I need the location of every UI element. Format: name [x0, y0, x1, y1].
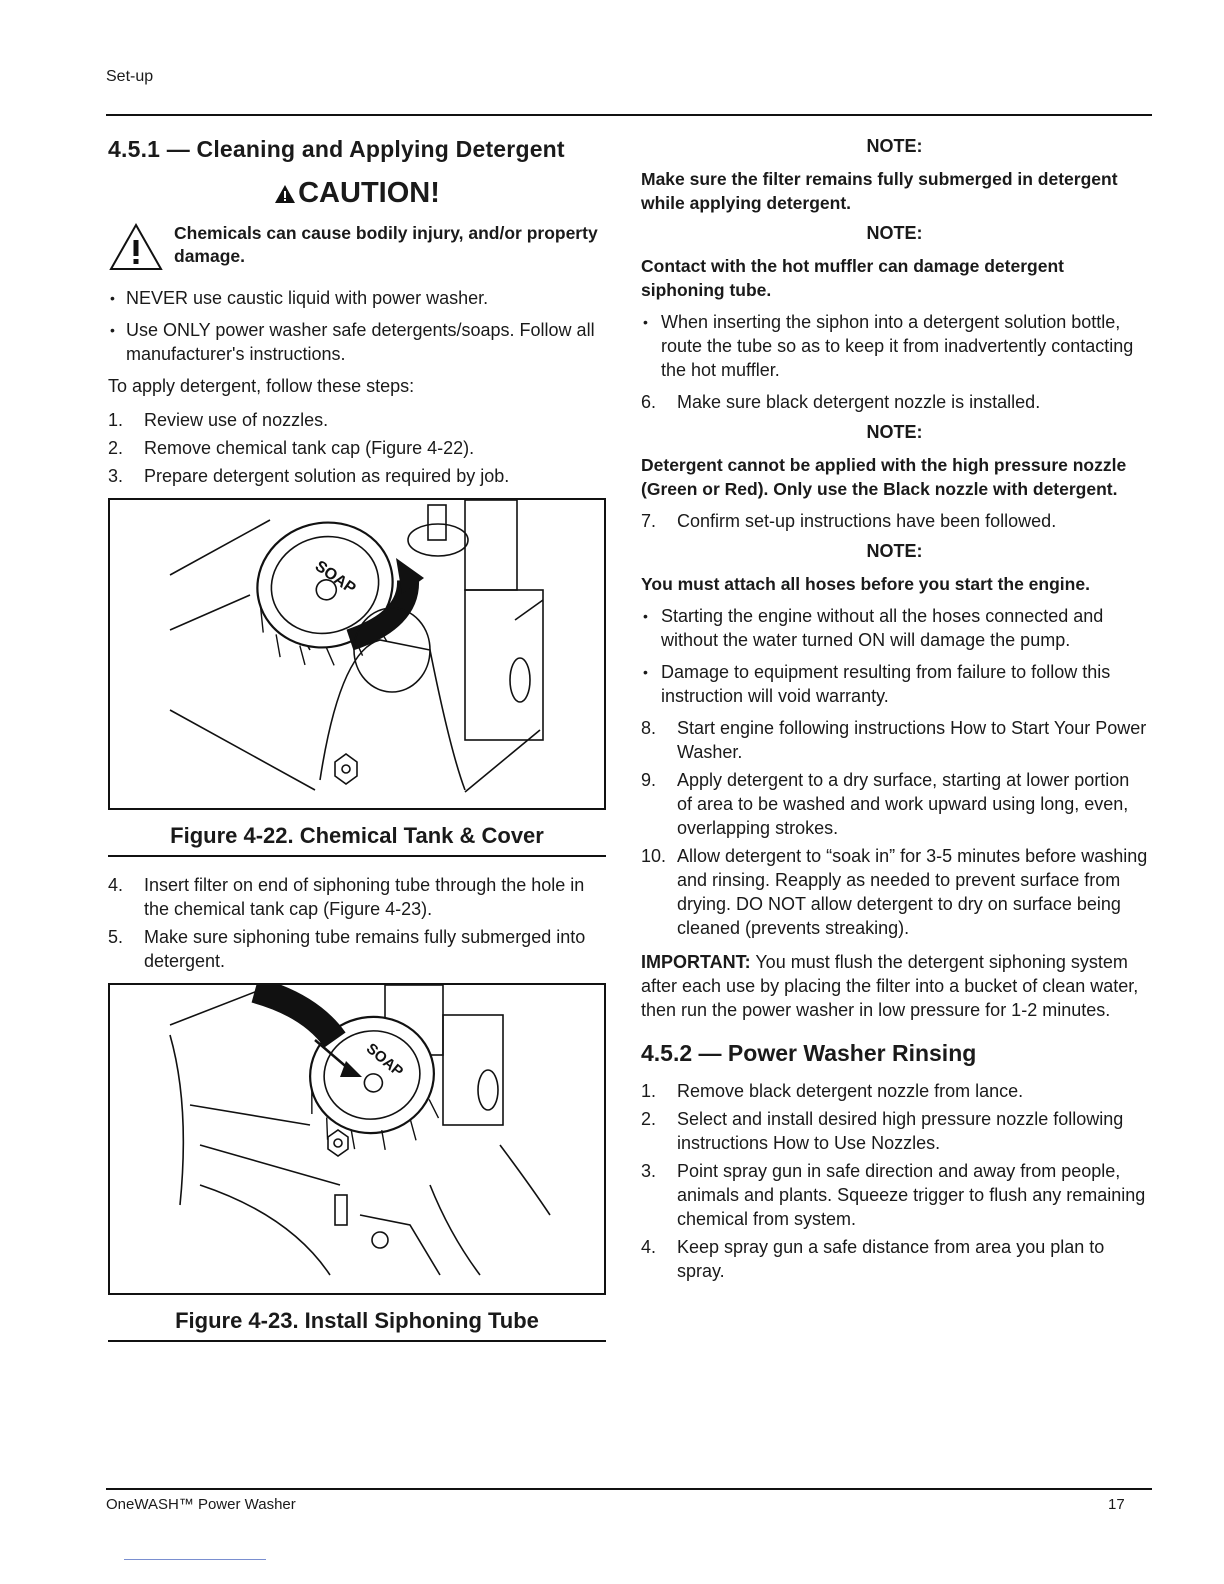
figure-4-22-caption: Figure 4-22. Chemical Tank & Cover [108, 810, 606, 857]
list-item: 8. Start engine following instructions Ho… [641, 716, 1148, 764]
step-number: 2. [641, 1109, 657, 1129]
caution-block: Chemicals can cause bodily injury, and/o… [108, 222, 606, 272]
step-number: 1. [108, 410, 124, 430]
note-label: NOTE: [866, 422, 923, 442]
step-text: Insert filter on end of siphoning tube t… [144, 875, 585, 919]
note-label: NOTE: [866, 223, 923, 243]
step-number: 10. [641, 846, 667, 866]
list-item: NEVER use caustic liquid with power wash… [108, 286, 606, 310]
step-text: Apply detergent to a dry surface, starti… [677, 770, 1130, 838]
note-label: NOTE: [866, 136, 923, 156]
steps-list-d: 1. Remove black detergent nozzle from lan… [641, 1079, 1148, 1283]
step-number: 7. [641, 511, 657, 531]
caution-title: CAUTION! [108, 177, 606, 210]
figure-4-22-illustration: SOAP [108, 498, 606, 810]
step-text: Prepare detergent solution as required b… [144, 466, 510, 486]
header-rule [106, 114, 1152, 116]
list-item: 2. Remove chemical tank cap (Figure 4-22)… [108, 436, 606, 460]
step-number: 3. [641, 1161, 657, 1181]
steps-intro: To apply detergent, follow these steps: [108, 376, 415, 396]
figure-4-23-caption: Figure 4-23. Install Siphoning Tube [108, 1295, 606, 1342]
step-text: Review use of nozzles. [144, 410, 329, 430]
list-item: When inserting the siphon into a deterge… [641, 310, 1148, 382]
step-text: Make sure black detergent nozzle is inst… [677, 392, 1041, 412]
list-item: Use ONLY power washer safe detergents/so… [108, 318, 606, 366]
list-item: 4. Insert filter on end of siphoning tube… [108, 873, 606, 921]
left-column: 4.5.1 — Cleaning and Applying Detergent … [108, 136, 606, 1342]
page-number: 17 [1108, 1496, 1125, 1513]
step-number: 8. [641, 718, 657, 738]
note-attach-hoses: You must attach all hoses before you sta… [641, 574, 1090, 594]
list-item: Damage to equipment resulting from failu… [641, 660, 1148, 708]
caution-bullets: NEVER use caustic liquid with power wash… [108, 286, 606, 366]
important-text: You must flush the detergent siphoning s… [641, 952, 1139, 1020]
page-section-label: Set-up [106, 68, 154, 85]
step-text: Keep spray gun a safe distance from area… [677, 1237, 1105, 1281]
step-text: Start engine following instructions How … [677, 718, 1147, 762]
list-item: 6. Make sure black detergent nozzle is in… [641, 390, 1148, 414]
step-text: Point spray gun in safe direction and aw… [677, 1161, 1146, 1229]
step-number: 4. [108, 875, 124, 895]
step-text: Allow detergent to “soak in” for 3-5 min… [677, 846, 1148, 938]
steps-list-a: 1. Review use of nozzles. 2. Remove chemic… [108, 408, 606, 488]
step-text: Remove chemical tank cap (Figure 4-22). [144, 438, 475, 458]
list-item: 7. Confirm set-up instructions have been … [641, 509, 1148, 533]
step-text: Select and install desired high pressure… [677, 1109, 1124, 1153]
list-item: 3. Point spray gun in safe direction and … [641, 1159, 1148, 1231]
note-hot-muffler: Contact with the hot muffler can damage … [641, 256, 1064, 300]
step-text: Make sure siphoning tube remains fully s… [144, 927, 586, 971]
right-column: NOTE: Make sure the filter remains fully… [641, 136, 1148, 1287]
list-item: 4. Keep spray gun a safe distance from ar… [641, 1235, 1148, 1283]
muffler-bullets: When inserting the siphon into a deterge… [641, 310, 1148, 382]
step-text: Confirm set-up instructions have been fo… [677, 511, 1057, 531]
step-number: 3. [108, 466, 124, 486]
step-number: 4. [641, 1237, 657, 1257]
list-item: Starting the engine without all the hose… [641, 604, 1148, 652]
caution-title-text: CAUTION! [298, 177, 440, 209]
section-heading-4-5-1: 4.5.1 — Cleaning and Applying Detergent [108, 136, 565, 162]
list-item: 1. Remove black detergent nozzle from lan… [641, 1079, 1148, 1103]
step-number: 9. [641, 770, 657, 790]
important-note: IMPORTANT: You must flush the detergent … [641, 950, 1148, 1022]
warning-icon [275, 184, 296, 203]
list-item: 9. Apply detergent to a dry surface, star… [641, 768, 1148, 840]
list-item: 3. Prepare detergent solution as required… [108, 464, 606, 488]
step-number: 5. [108, 927, 124, 947]
step-number: 2. [108, 438, 124, 458]
list-item: 5. Make sure siphoning tube remains fully… [108, 925, 606, 973]
list-item: 1. Review use of nozzles. [108, 408, 606, 432]
step-number: 6. [641, 392, 657, 412]
step-6: 6. Make sure black detergent nozzle is in… [641, 390, 1148, 414]
note-label: NOTE: [866, 541, 923, 561]
note-black-nozzle: Detergent cannot be applied with the hig… [641, 455, 1127, 499]
step-number: 1. [641, 1081, 657, 1101]
figure-4-23-illustration: SOAP [108, 983, 606, 1295]
section-heading-4-5-2: 4.5.2 — Power Washer Rinsing [641, 1040, 977, 1066]
footer-rule [106, 1488, 1152, 1490]
caution-message: Chemicals can cause bodily injury, and/o… [174, 223, 598, 266]
step-text: Remove black detergent nozzle from lance… [677, 1081, 1024, 1101]
warning-triangle-icon [109, 222, 163, 270]
list-item: 2. Select and install desired high pressu… [641, 1107, 1148, 1155]
step-7: 7. Confirm set-up instructions have been … [641, 509, 1148, 533]
hose-bullets: Starting the engine without all the hose… [641, 604, 1148, 708]
footer-product-name: OneWASH™ Power Washer [106, 1496, 296, 1513]
list-item: 10. Allow detergent to “soak in” for 3-5 … [641, 844, 1148, 940]
note-filter-submerged: Make sure the filter remains fully subme… [641, 169, 1118, 213]
stray-line [124, 1559, 266, 1560]
steps-list-c: 8. Start engine following instructions Ho… [641, 716, 1148, 940]
steps-list-b: 4. Insert filter on end of siphoning tube… [108, 873, 606, 973]
important-label: IMPORTANT: [641, 952, 751, 972]
